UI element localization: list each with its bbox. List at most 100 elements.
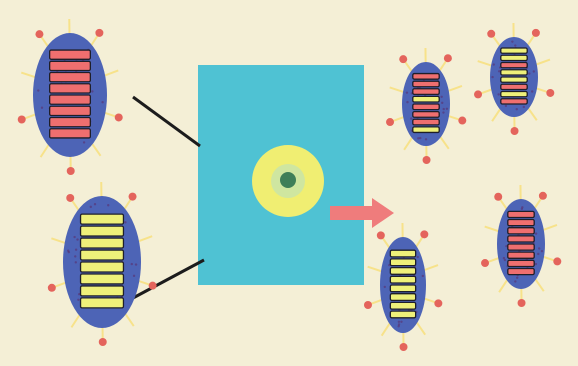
spike-tip [377,231,385,239]
virus-cell-left-top [18,19,123,175]
cell-texture [74,255,76,257]
spike-tip [364,301,372,309]
cell-texture [422,275,424,277]
connector-line-top [133,97,200,146]
gene-segment [413,119,439,125]
gene-segment [413,104,439,110]
cell-texture [493,63,495,65]
gene-segment [81,298,124,308]
gene-segment [50,129,91,138]
gene-segment [50,61,91,70]
cell-texture [425,138,427,140]
gene-segment [508,211,534,217]
gene-segment [413,74,439,80]
gene-segment [508,268,534,274]
spike-tip [481,259,489,267]
gene-segment [508,252,534,258]
cell-texture [77,299,79,301]
target-circle-icon [252,145,324,217]
cell-texture [417,137,419,139]
spike-tip [434,299,442,307]
spike [137,236,152,242]
cell-texture [37,89,39,91]
gene-segment [81,274,124,284]
spike [485,227,500,232]
cell-texture [503,257,505,259]
cell-texture [406,101,408,103]
spike [51,238,66,243]
spike-tip [149,282,157,290]
spike [478,61,493,66]
spike [382,322,391,335]
gene-segment [390,294,415,301]
cell-texture [135,263,137,265]
gene-segment [501,55,527,60]
cell-texture [523,106,525,108]
cell-texture [443,108,445,110]
gene-segment [508,260,534,266]
cell-texture [535,232,537,234]
gene-segment [50,117,91,126]
virus-cell-right-1 [386,48,466,164]
gene-segment [81,262,124,272]
spike-tip [511,127,519,135]
cell-texture [535,263,537,265]
gene-segment [390,285,415,292]
spike-tip [546,89,554,97]
gene-segment [50,106,91,115]
connector-line-bottom [133,260,204,298]
cell-texture [133,275,135,277]
cell-texture [384,286,386,288]
cell-texture [514,44,516,46]
spike-tip [444,54,452,62]
gene-segment [413,127,439,133]
spike-tip [474,90,482,98]
spike-tip [48,284,56,292]
cell-texture [75,249,77,251]
virus-cell-right-3 [364,223,442,351]
spike-tip [99,338,107,346]
cell-texture [516,277,518,279]
gene-segment [390,268,415,275]
cell-texture [67,250,69,252]
gene-segment [501,63,527,68]
spike-tip [129,193,137,201]
gene-segment [508,236,534,242]
gene-segment [413,112,439,118]
cell-texture [406,91,408,93]
cell-texture [75,261,77,263]
cell-texture [446,108,448,110]
gene-segment [50,95,91,104]
gene-segment [501,84,527,89]
cell-texture [505,105,507,107]
spike-tip [95,29,103,37]
cell-texture [400,321,402,323]
gene-segment [50,50,91,59]
cell-texture [41,106,43,108]
spike-tip [487,30,495,38]
spike [543,225,557,230]
gene-segment [390,276,415,283]
spike [536,60,550,65]
spike [103,70,118,76]
spike [535,278,544,291]
cell-texture [514,280,516,282]
spike-tip [423,156,431,164]
spike-tip [67,167,75,175]
cell-texture [498,70,500,72]
spike-tip [494,193,502,201]
spike [368,267,382,272]
gene-segment [390,302,415,309]
gene-segment [390,259,415,266]
gene-segment [501,48,527,53]
spike [416,322,425,335]
spike-tip [518,299,526,307]
cell-texture [521,206,523,208]
spike [404,137,413,150]
spike [21,73,36,78]
cell-texture [538,247,540,249]
cell-texture [497,93,499,95]
gene-segment [501,77,527,82]
cell-texture [73,236,75,238]
